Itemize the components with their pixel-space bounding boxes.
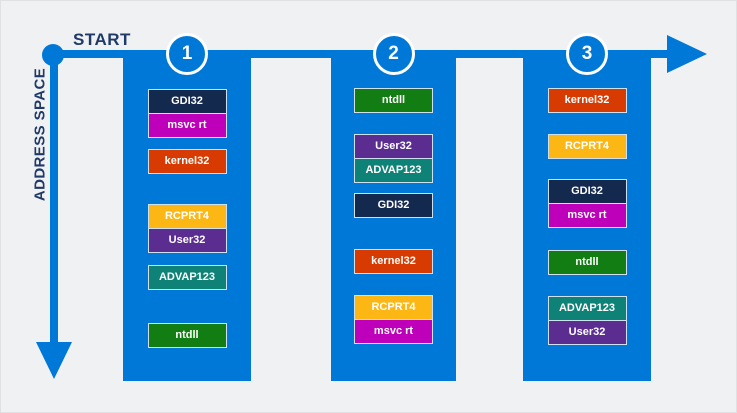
- address-space-label: ADDRESS SPACE: [31, 67, 49, 202]
- module-block-user32: User32: [354, 134, 433, 159]
- module-block-rcprt4: RCPRT4: [547, 134, 627, 159]
- module-block-msvc-rt: msvc rt: [147, 113, 227, 138]
- module-block-ntdll: ntdll: [354, 88, 433, 113]
- module-block-rcprt4: RCPRT4: [354, 295, 433, 320]
- module-block-ntdll: ntdll: [547, 250, 627, 275]
- timeline-arrowhead-icon: [667, 35, 707, 73]
- address-space-axis-line: [50, 54, 58, 349]
- module-block-gdi32: GDI32: [354, 193, 433, 218]
- module-block-msvc-rt: msvc rt: [354, 319, 433, 344]
- module-block-msvc-rt: msvc rt: [547, 203, 627, 228]
- step-circle-3: 3: [566, 33, 608, 75]
- module-block-gdi32: GDI32: [547, 179, 627, 204]
- address-space-arrowhead-icon: [36, 342, 72, 379]
- module-block-kernel32: kernel32: [354, 249, 433, 274]
- step-circle-1: 1: [166, 33, 208, 75]
- module-block-user32: User32: [547, 320, 627, 345]
- module-block-rcprt4: RCPRT4: [147, 204, 227, 229]
- module-block-advap123: ADVAP123: [547, 296, 627, 321]
- module-block-advap123: ADVAP123: [354, 158, 433, 183]
- start-label: START: [73, 30, 131, 49]
- module-block-ntdll: ntdll: [147, 323, 227, 348]
- step-circle-2: 2: [372, 33, 415, 75]
- module-block-gdi32: GDI32: [147, 89, 227, 114]
- module-block-kernel32: kernel32: [547, 88, 627, 113]
- module-block-advap123: ADVAP123: [147, 265, 227, 290]
- module-block-user32: User32: [147, 228, 227, 253]
- module-block-kernel32: kernel32: [147, 149, 227, 174]
